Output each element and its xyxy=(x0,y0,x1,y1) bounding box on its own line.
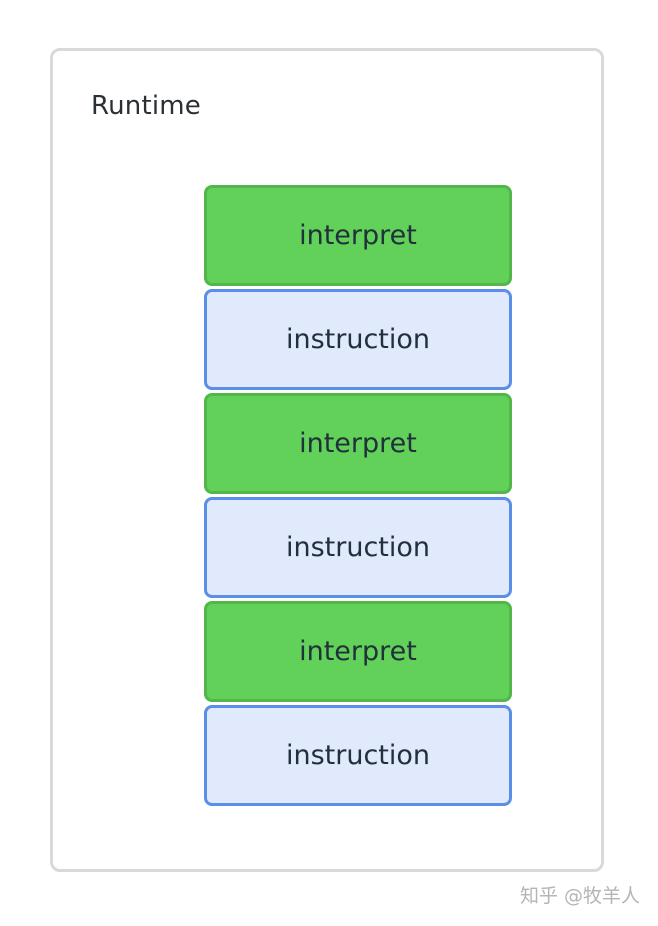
interpret-block: interpret xyxy=(204,601,512,702)
interpret-block: interpret xyxy=(204,185,512,286)
instruction-block: instruction xyxy=(204,497,512,598)
block-stack: interpret instruction interpret instruct… xyxy=(204,185,512,809)
runtime-title: Runtime xyxy=(91,91,201,121)
interpret-block: interpret xyxy=(204,393,512,494)
runtime-container: Runtime interpret instruction interpret … xyxy=(50,48,604,872)
instruction-block: instruction xyxy=(204,705,512,806)
watermark: 知乎 @牧羊人 xyxy=(519,885,640,907)
instruction-block: instruction xyxy=(204,289,512,390)
